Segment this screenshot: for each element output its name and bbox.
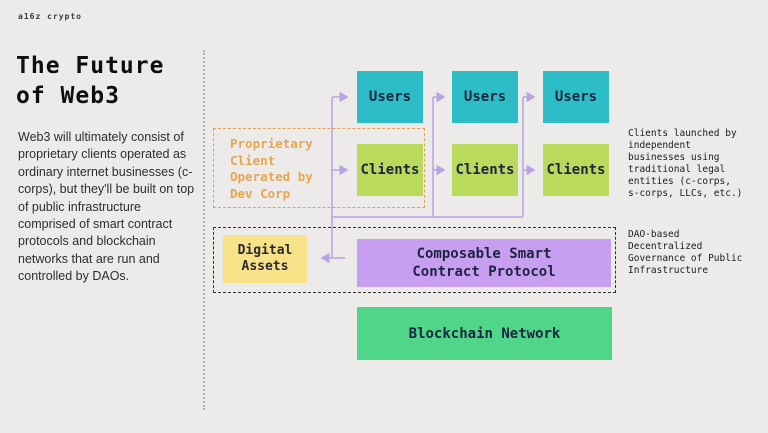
vertical-dotted-divider [203,50,205,410]
dao-governance-outline [213,227,616,293]
clients-box-3: Clients [543,144,609,196]
clients-annotation: Clients launched by independent business… [628,128,743,199]
intro-paragraph: Web3 will ultimately consist of propriet… [18,130,195,284]
blockchain-network-box: Blockchain Network [357,307,612,360]
clients-box-2: Clients [452,144,518,196]
dao-annotation: DAO-based Decentralized Governance of Pu… [628,229,743,276]
brand-logo: a16z crypto [18,12,82,21]
users-box-2: Users [452,71,518,123]
smart-contract-protocol-box: Composable Smart Contract Protocol [357,239,611,287]
users-box-1: Users [357,71,423,123]
page-title: The Future of Web3 [16,53,165,109]
proprietary-client-outline [213,128,425,208]
proprietary-client-label: Proprietary Client Operated by Dev Corp [230,136,313,201]
digital-assets-box: Digital Assets [223,235,307,283]
users-box-3: Users [543,71,609,123]
clients-box-1: Clients [357,144,423,196]
